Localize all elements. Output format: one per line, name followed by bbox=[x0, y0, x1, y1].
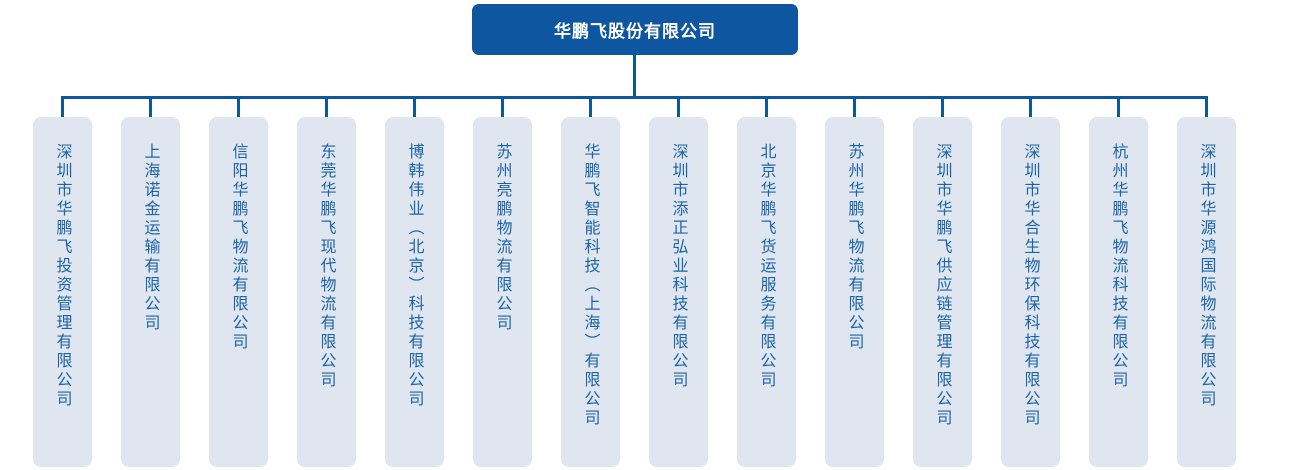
connector-drop bbox=[325, 96, 328, 117]
org-node-subsidiary: 苏州华鹏飞物流有限公司 bbox=[825, 96, 884, 467]
subsidiary-box: 上海诺金运输有限公司 bbox=[121, 117, 180, 467]
org-node-subsidiary: 深圳市华鹏飞供应链管理有限公司 bbox=[913, 96, 972, 467]
connector-horizontal-line bbox=[61, 96, 1208, 99]
subsidiary-box: 苏州亮鹏物流有限公司 bbox=[473, 117, 532, 467]
connector-stem bbox=[633, 55, 636, 97]
org-node-subsidiary: 东莞华鹏飞现代物流有限公司 bbox=[297, 96, 356, 467]
org-node-subsidiary: 博韩伟业（北京）科技有限公司 bbox=[385, 96, 444, 467]
subsidiary-name: 苏州亮鹏物流有限公司 bbox=[493, 143, 513, 333]
connector-drop bbox=[501, 96, 504, 117]
subsidiary-box: 华鹏飞智能科技（上海）有限公司 bbox=[561, 117, 620, 467]
org-node-root: 华鹏飞股份有限公司 bbox=[472, 4, 798, 55]
org-node-subsidiary: 深圳市华鹏飞投资管理有限公司 bbox=[33, 96, 92, 467]
connector-drop bbox=[149, 96, 152, 117]
subsidiary-box: 深圳市华鹏飞投资管理有限公司 bbox=[33, 117, 92, 467]
subsidiaries-row: 深圳市华鹏飞投资管理有限公司 上海诺金运输有限公司 信阳华鹏飞物流有限公司 bbox=[33, 96, 1236, 467]
subsidiary-name: 深圳市华源鸿国际物流有限公司 bbox=[1197, 143, 1217, 409]
subsidiary-box: 杭州华鹏飞物流科技有限公司 bbox=[1089, 117, 1148, 467]
subsidiary-name: 博韩伟业（北京）科技有限公司 bbox=[405, 143, 425, 409]
subsidiary-box: 深圳市华合生物环保科技有限公司 bbox=[1001, 117, 1060, 467]
connector-drop bbox=[61, 96, 64, 117]
connector-drop bbox=[765, 96, 768, 117]
connector-drop bbox=[1029, 96, 1032, 117]
org-node-subsidiary: 华鹏飞智能科技（上海）有限公司 bbox=[561, 96, 620, 467]
subsidiary-name: 苏州华鹏飞物流有限公司 bbox=[845, 143, 865, 352]
root-company-name: 华鹏飞股份有限公司 bbox=[554, 22, 716, 42]
subsidiary-name: 杭州华鹏飞物流科技有限公司 bbox=[1109, 143, 1129, 390]
connector-drop bbox=[589, 96, 592, 117]
connector-drop bbox=[853, 96, 856, 117]
org-node-subsidiary: 深圳市华合生物环保科技有限公司 bbox=[1001, 96, 1060, 467]
subsidiary-box: 深圳市华鹏飞供应链管理有限公司 bbox=[913, 117, 972, 467]
org-node-subsidiary: 信阳华鹏飞物流有限公司 bbox=[209, 96, 268, 467]
connector-drop bbox=[413, 96, 416, 117]
subsidiary-box: 苏州华鹏飞物流有限公司 bbox=[825, 117, 884, 467]
subsidiary-box: 信阳华鹏飞物流有限公司 bbox=[209, 117, 268, 467]
org-node-subsidiary: 北京华鹏飞货运服务有限公司 bbox=[737, 96, 796, 467]
org-node-subsidiary: 杭州华鹏飞物流科技有限公司 bbox=[1089, 96, 1148, 467]
subsidiary-name: 深圳市华鹏飞投资管理有限公司 bbox=[53, 143, 73, 409]
org-node-subsidiary: 上海诺金运输有限公司 bbox=[121, 96, 180, 467]
subsidiary-name: 信阳华鹏飞物流有限公司 bbox=[229, 143, 249, 352]
connector-drop bbox=[941, 96, 944, 117]
subsidiary-box: 东莞华鹏飞现代物流有限公司 bbox=[297, 117, 356, 467]
subsidiary-name: 上海诺金运输有限公司 bbox=[141, 143, 161, 333]
org-node-subsidiary: 深圳市添正弘业科技有限公司 bbox=[649, 96, 708, 467]
org-node-subsidiary: 深圳市华源鸿国际物流有限公司 bbox=[1177, 96, 1236, 467]
subsidiary-name: 东莞华鹏飞现代物流有限公司 bbox=[317, 143, 337, 390]
connector-drop bbox=[1117, 96, 1120, 117]
subsidiary-name: 深圳市添正弘业科技有限公司 bbox=[669, 143, 689, 390]
subsidiary-name: 北京华鹏飞货运服务有限公司 bbox=[757, 143, 777, 390]
subsidiary-box: 北京华鹏飞货运服务有限公司 bbox=[737, 117, 796, 467]
subsidiary-name: 华鹏飞智能科技（上海）有限公司 bbox=[581, 143, 601, 428]
subsidiary-name: 深圳市华合生物环保科技有限公司 bbox=[1021, 143, 1041, 428]
connector-drop bbox=[1205, 96, 1208, 117]
connector-drop bbox=[237, 96, 240, 117]
connector-drop bbox=[677, 96, 680, 117]
subsidiary-box: 深圳市华源鸿国际物流有限公司 bbox=[1177, 117, 1236, 467]
subsidiary-name: 深圳市华鹏飞供应链管理有限公司 bbox=[933, 143, 953, 428]
subsidiary-box: 深圳市添正弘业科技有限公司 bbox=[649, 117, 708, 467]
org-node-subsidiary: 苏州亮鹏物流有限公司 bbox=[473, 96, 532, 467]
subsidiary-box: 博韩伟业（北京）科技有限公司 bbox=[385, 117, 444, 467]
